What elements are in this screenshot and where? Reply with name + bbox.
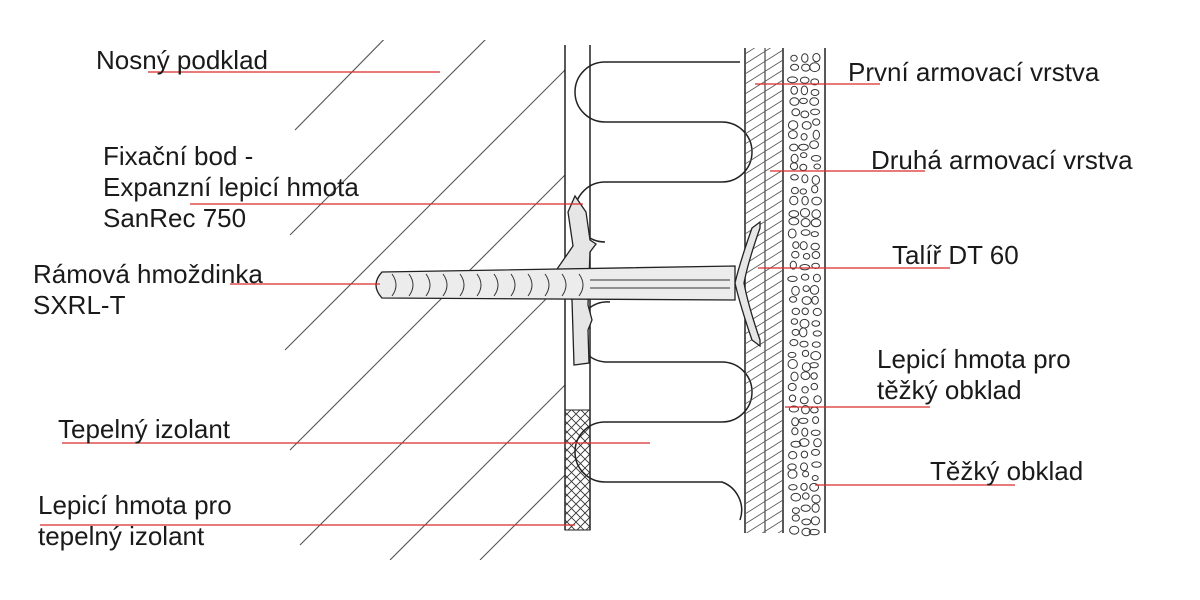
label-tezky-obklad: Těžký obklad	[930, 456, 1084, 486]
washer-dt60	[734, 220, 761, 348]
label-prvni-armovaci-vrstva: První armovací vrstva	[848, 57, 1100, 87]
label-nosny-podklad: Nosný podklad	[96, 45, 268, 75]
adhesive-glue-crosshatch	[564, 409, 591, 531]
reinforcing-layers	[744, 48, 784, 533]
label-tepelny-izolant: Tepelný izolant	[58, 414, 230, 444]
label-ramova-hmozdinka: Rámová hmoždinka SXRL-T	[33, 259, 263, 320]
label-lepici-hmota-izolant: Lepicí hmota pro tepelný izolant	[38, 490, 232, 551]
label-druha-armovaci-vrstva: Druhá armovací vrstva	[871, 145, 1133, 175]
heavy-cladding	[787, 48, 826, 537]
label-talir-dt60: Talíř DT 60	[892, 240, 1019, 270]
leader-lines	[40, 71, 1015, 526]
label-fixacni-bod: Fixační bod - Expanzní lepicí hmota SanR…	[103, 141, 359, 233]
frame-anchor-sxrl-t	[375, 265, 736, 301]
label-lepici-hmota-obklad: Lepicí hmota pro těžký obklad	[877, 344, 1071, 405]
